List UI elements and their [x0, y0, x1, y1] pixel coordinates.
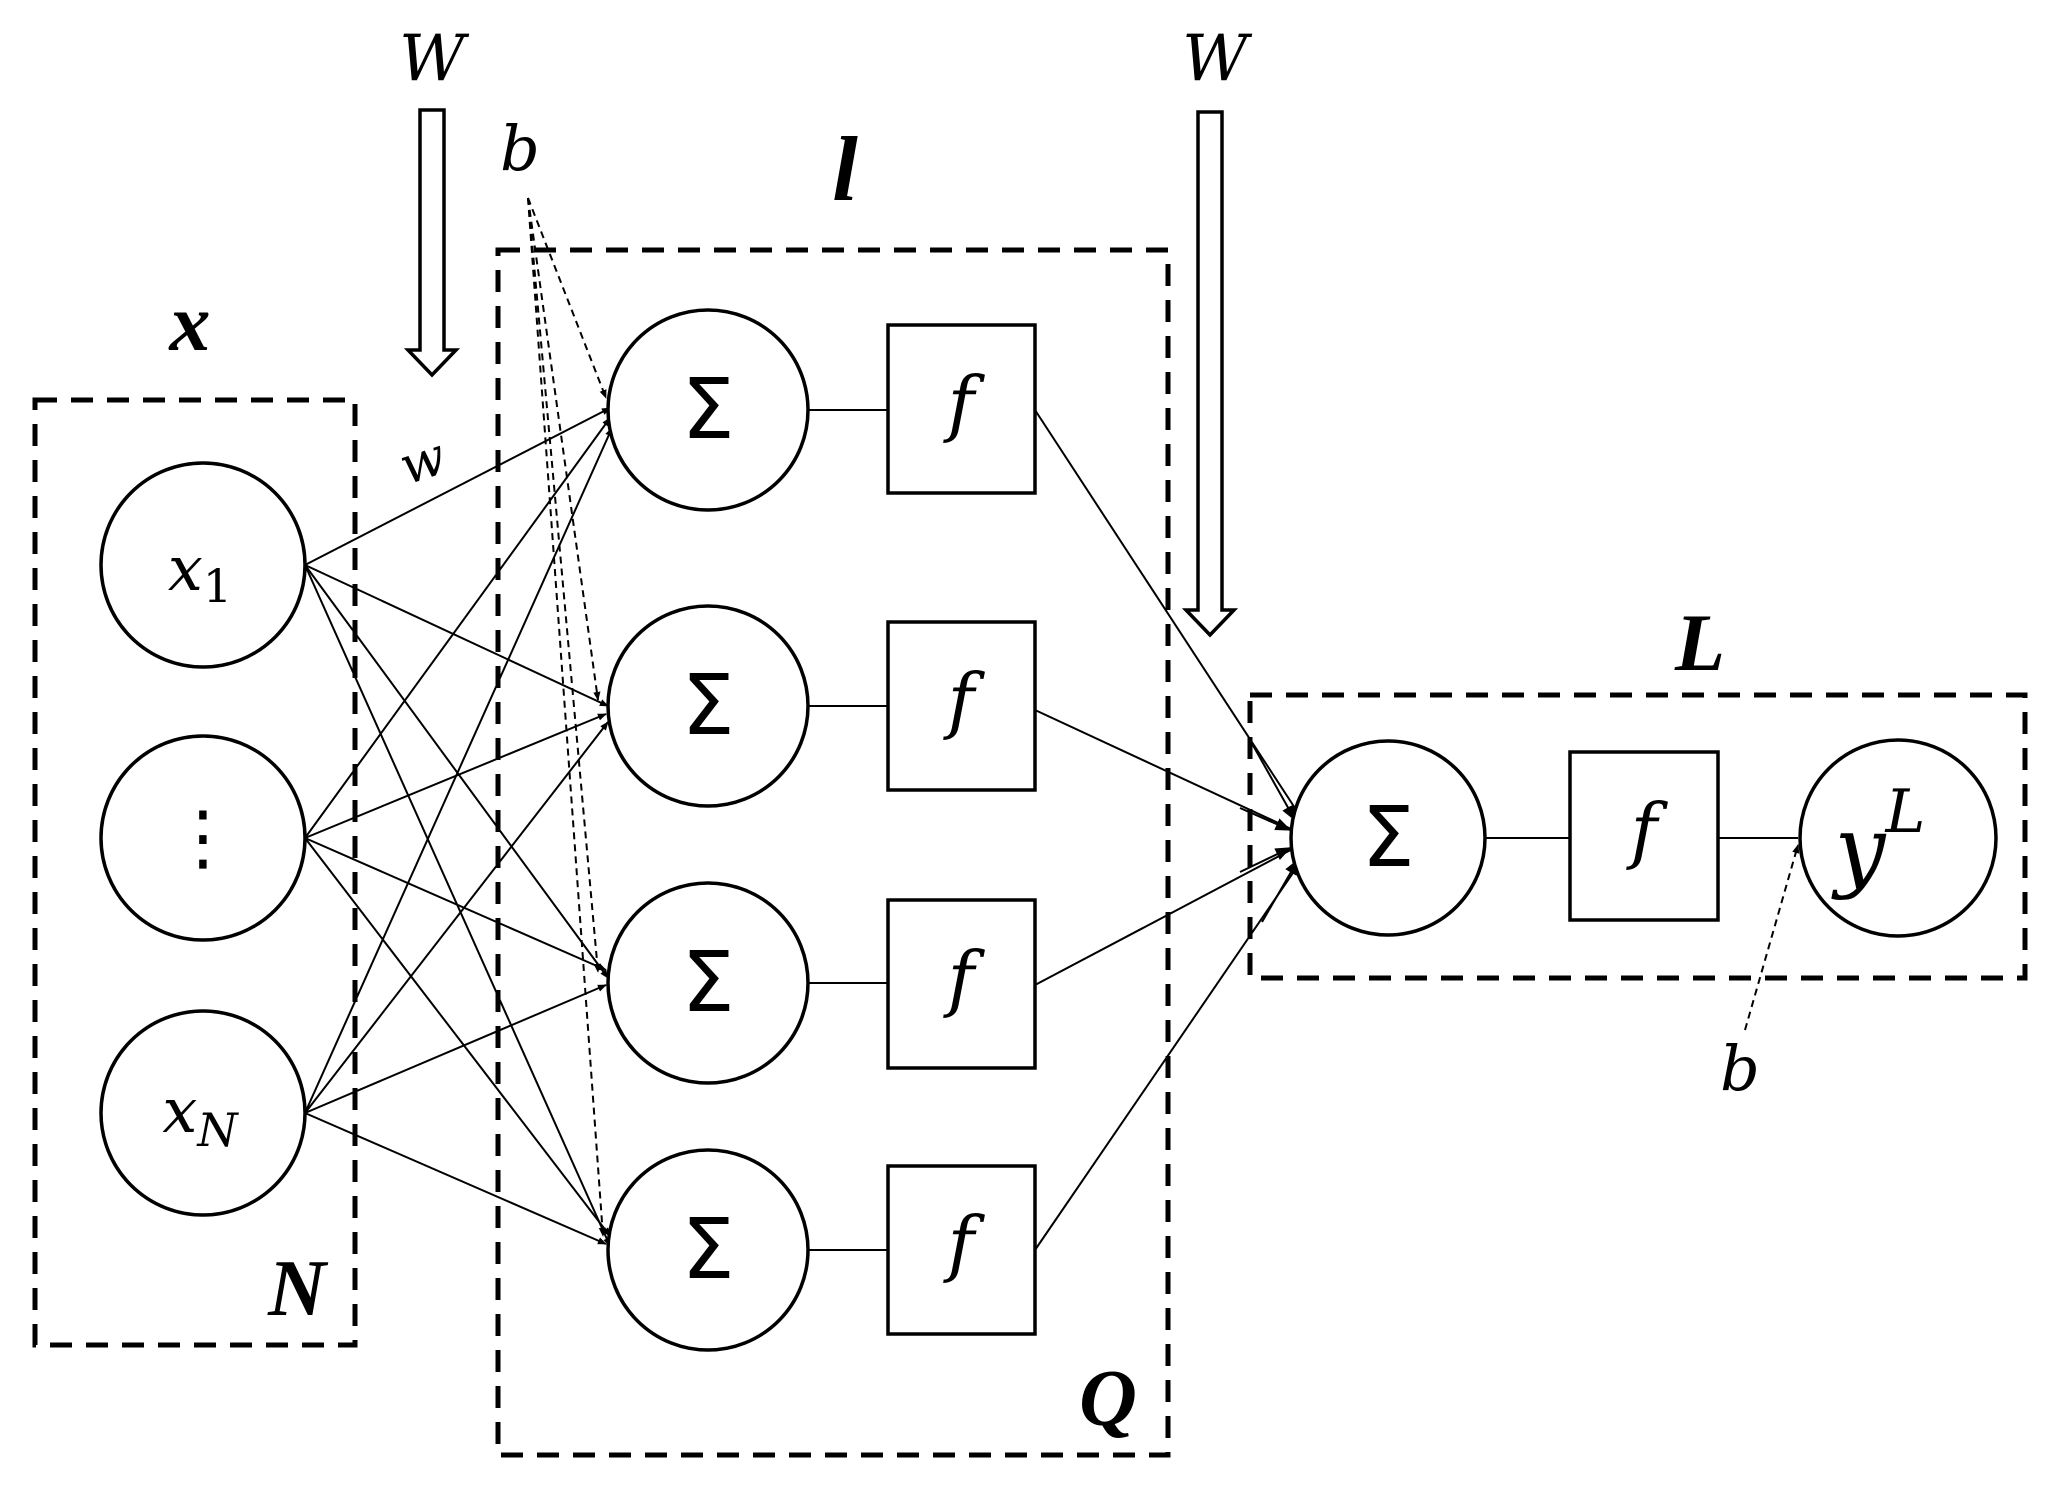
bias-edge-s2 [527, 197, 601, 701]
hidden-layer-size-label: Q [1079, 1355, 1137, 1443]
activation-box [886, 323, 1037, 495]
weight-label: w [392, 426, 453, 497]
hidden-output-arrowheads [1239, 739, 1299, 923]
input-node-1: x1 [99, 461, 307, 669]
sum-symbol: Σ [681, 933, 734, 1031]
activation-box [886, 620, 1037, 792]
edge-xN-s2 [304, 721, 609, 1114]
output-layer-box [1247, 692, 2028, 981]
sum-symbol: Σ [681, 656, 734, 754]
hidden-unit-1: Σ f [606, 308, 1309, 829]
output-bias-edge [1744, 844, 1800, 1031]
output-unit: Σ f yL [1289, 738, 1998, 938]
input-layer-box [32, 397, 358, 1348]
bias-edge-s4 [527, 197, 607, 1237]
edge-x1-s3 [304, 564, 609, 979]
sum-node [606, 1148, 810, 1352]
input-node-ellipsis-label: ⋮ [167, 795, 239, 879]
sum-node [606, 881, 810, 1085]
edge-xdots-s4 [304, 837, 611, 1237]
weight-matrix-label-left: W [399, 22, 470, 96]
sum-symbol: Σ [681, 1200, 734, 1298]
edge-xN-s4 [304, 1112, 607, 1245]
edge-xdots-s3 [304, 837, 607, 971]
input-node-1-label: x1 [168, 532, 232, 613]
hidden-unit-3: Σ f [606, 843, 1303, 1085]
hidden-bias-edges [527, 197, 607, 1237]
output-sum-symbol: Σ [1361, 788, 1414, 886]
sum-symbol: Σ [681, 360, 734, 458]
hidden-layer-box [495, 247, 1171, 1458]
edge-xdots-s1 [304, 417, 611, 839]
weight-matrix-arrow-left [403, 108, 461, 378]
hidden-layer-label: l [832, 118, 858, 220]
input-node-N: xN [99, 1009, 307, 1217]
bias-edge-s3 [527, 197, 601, 973]
output-node [1798, 738, 1998, 938]
output-layer-label: L [1674, 597, 1725, 688]
input-node-ellipsis: ⋮ [99, 734, 307, 942]
weight-matrix-arrow-right [1181, 110, 1239, 638]
output-sum-node [1289, 739, 1487, 937]
output-activation-box [1568, 750, 1720, 922]
sum-node [606, 308, 810, 512]
activation-box [886, 1164, 1037, 1336]
input-layer-label: x [169, 277, 211, 368]
bias-label-output: b [1720, 1032, 1760, 1105]
input-layer-size-label: N [267, 1245, 329, 1333]
sum-node [606, 604, 810, 808]
input-node-N-label: xN [162, 1074, 239, 1157]
edge-x1-s2 [304, 564, 609, 707]
edge-xN-s1 [304, 427, 613, 1114]
activation-box [886, 898, 1037, 1070]
output-node-label: yL [1831, 777, 1926, 902]
weight-matrix-label-right: W [1182, 22, 1253, 96]
edge-x1-s1 [304, 407, 611, 566]
bias-label-hidden: b [500, 112, 540, 185]
input-hidden-edges [304, 407, 613, 1247]
hidden-unit-4: Σ f [606, 847, 1311, 1352]
edge-xN-s3 [304, 984, 607, 1114]
hidden-unit-2: Σ f [606, 604, 1303, 835]
